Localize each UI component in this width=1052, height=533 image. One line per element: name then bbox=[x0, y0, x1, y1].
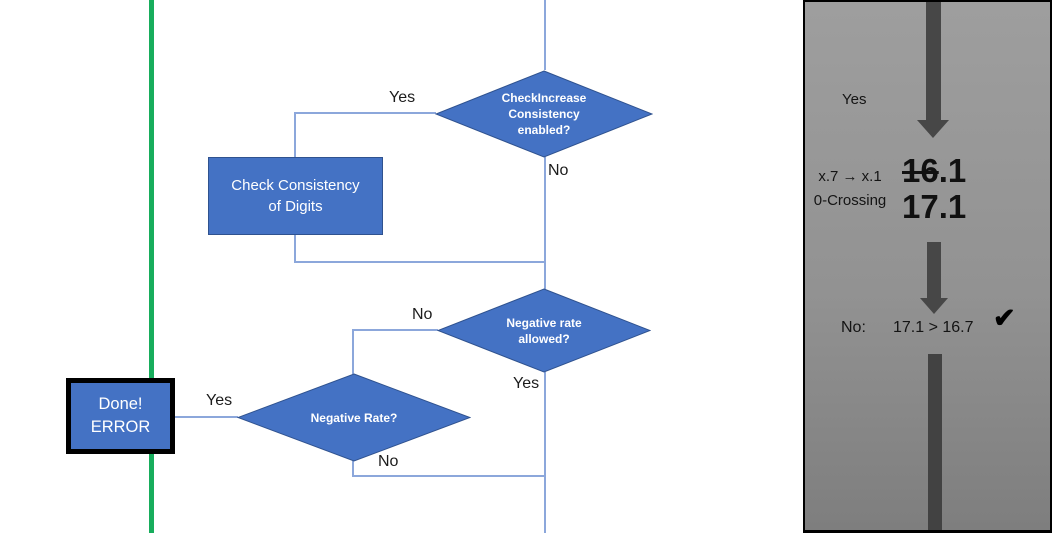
rule-line-2: 0-Crossing bbox=[813, 192, 887, 209]
connector-process-out-horizontal bbox=[294, 261, 546, 263]
rule-line-1: x.7 → x.1 bbox=[818, 168, 882, 185]
green-guide-line bbox=[149, 0, 154, 533]
down-arrow-icon bbox=[927, 242, 941, 298]
connector-no3-vertical bbox=[352, 461, 354, 477]
vertical-bar bbox=[928, 354, 942, 530]
result-comparison: 17.1 > 16.7 bbox=[893, 319, 974, 336]
connector-no2-vertical bbox=[352, 329, 354, 374]
process-check-consistency: Check Consistency of Digits bbox=[208, 157, 383, 235]
decision-negative-rate-text: Negative Rate? bbox=[237, 373, 471, 462]
connector-no3-horizontal bbox=[352, 475, 546, 477]
connector-top-vertical bbox=[544, 0, 546, 70]
decision-check-increase: CheckIncrease Consistency enabled? bbox=[434, 70, 654, 158]
connector-yes1-horizontal bbox=[294, 112, 436, 114]
process-line: Check Consistency bbox=[231, 177, 360, 194]
down-arrow-head-icon bbox=[920, 298, 948, 314]
decision-negative-rate: Negative Rate? bbox=[236, 373, 472, 462]
edge-label-no2: No bbox=[412, 306, 433, 323]
decision-negative-allowed: Negative rate allowed? bbox=[436, 288, 652, 373]
decision-line: CheckIncrease bbox=[501, 91, 587, 105]
connector-process-out-vertical bbox=[294, 235, 296, 263]
decision-line: enabled? bbox=[517, 123, 571, 137]
decision-line: Consistency bbox=[508, 107, 580, 121]
connector-yes1-vertical bbox=[294, 112, 296, 157]
value-comparison-numbers: 16.1 17.1 bbox=[902, 153, 966, 225]
down-arrow-head-icon bbox=[917, 120, 949, 138]
decision-line: allowed? bbox=[518, 331, 570, 346]
panel-yes-label: Yes bbox=[842, 91, 867, 108]
decision-line: Negative rate bbox=[506, 315, 582, 330]
connector-no1-vertical bbox=[544, 157, 546, 289]
terminal-done-error: Done! ERROR bbox=[66, 378, 175, 454]
result-label: No: bbox=[841, 319, 866, 336]
decision-check-increase-text: CheckIncrease Consistency enabled? bbox=[435, 70, 653, 158]
annotation-panel: Yes x.7 → x.1 0-Crossing 16.1 17.1 No: 1… bbox=[803, 0, 1052, 533]
decision-line: Negative Rate? bbox=[310, 410, 398, 425]
terminal-line: Done! bbox=[98, 395, 143, 413]
diamond-shape bbox=[236, 373, 472, 462]
connector-yes2-vertical bbox=[544, 372, 546, 533]
decision-negative-allowed-text: Negative rate allowed? bbox=[437, 288, 651, 373]
diamond-shape bbox=[436, 288, 652, 373]
edge-label-yes3: Yes bbox=[206, 392, 233, 409]
rule-text: x.7 → x.1 0-Crossing bbox=[805, 165, 895, 213]
edge-label-no3: No bbox=[378, 453, 399, 470]
process-line: of Digits bbox=[268, 198, 323, 215]
old-value: 16.1 bbox=[902, 153, 966, 189]
edge-label-yes1: Yes bbox=[389, 89, 416, 106]
terminal-line: ERROR bbox=[90, 418, 151, 436]
edge-label-no1: No bbox=[548, 162, 569, 179]
diamond-shape bbox=[434, 70, 654, 158]
old-value-struck: 16 bbox=[902, 152, 939, 189]
old-value-rest: .1 bbox=[938, 152, 967, 189]
new-value: 17.1 bbox=[902, 188, 967, 225]
connector-no2-horizontal bbox=[352, 329, 438, 331]
down-arrow-icon bbox=[926, 2, 941, 120]
connector-yes3-horizontal bbox=[172, 416, 238, 418]
checkmark-icon: ✔ bbox=[993, 303, 1016, 333]
edge-label-yes2: Yes bbox=[513, 375, 540, 392]
